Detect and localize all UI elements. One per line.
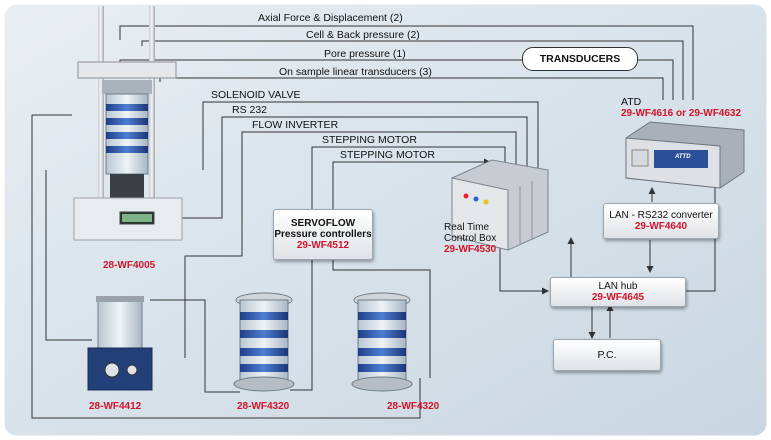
servoflow-code: 29-WF4512 xyxy=(296,240,350,251)
triaxial-cell-1-illustration xyxy=(233,292,295,392)
signal-solenoid-valve: SOLENOID VALVE xyxy=(211,89,301,101)
lan-converter-code: 29-WF4640 xyxy=(634,221,688,232)
triaxial-cell-2-illustration xyxy=(351,292,413,392)
signal-stepping-motor-2: STEPPING MOTOR xyxy=(340,149,435,161)
signal-on-sample-transducers: On sample linear transducers (3) xyxy=(279,66,432,78)
lan-rs232-converter-box: LAN - RS232 converter 29-WF4640 xyxy=(603,203,719,239)
cell-1-code: 28-WF4320 xyxy=(237,401,290,412)
rtcb-code: 29-WF4530 xyxy=(444,244,497,255)
transducers-box: TRANSDUCERS xyxy=(522,47,638,71)
pc-label: P.C. xyxy=(597,348,617,361)
atd-brand-logo: ATTD xyxy=(675,154,691,160)
cell-2-code: 28-WF4320 xyxy=(387,401,440,412)
signal-stepping-motor-1: STEPPING MOTOR xyxy=(322,134,417,146)
atd-label: ATD xyxy=(621,96,642,108)
pressure-unit-illustration xyxy=(87,296,153,391)
load-frame-code: 28-WF4005 xyxy=(103,260,156,271)
transducers-label: TRANSDUCERS xyxy=(539,53,621,65)
lan-hub-box: LAN hub 29-WF4645 xyxy=(550,277,686,307)
pc-box: P.C. xyxy=(553,339,661,371)
rtcb-label-line1: Real Time xyxy=(444,222,490,233)
lan-hub-label: LAN hub xyxy=(598,281,638,292)
pressure-unit-code: 28-WF4412 xyxy=(89,401,142,412)
load-frame-illustration xyxy=(73,6,183,241)
servoflow-subtitle: Pressure controllers xyxy=(274,229,372,240)
lan-converter-label: LAN - RS232 converter xyxy=(609,210,713,221)
signal-axial-force: Axial Force & Displacement (2) xyxy=(258,12,403,24)
signal-flow-inverter: FLOW INVERTER xyxy=(252,119,339,131)
rtcb-label-line2: Control Box xyxy=(444,233,497,244)
connection-lines xyxy=(31,25,716,419)
signal-pore-pressure: Pore pressure (1) xyxy=(324,48,406,60)
servoflow-title: SERVOFLOW xyxy=(290,218,356,229)
lan-hub-code: 29-WF4645 xyxy=(591,292,645,303)
control-box-illustration xyxy=(451,159,549,251)
atd-code: 29-WF4616 or 29-WF4632 xyxy=(621,108,742,119)
atd-device-illustration xyxy=(625,121,745,189)
servoflow-box: SERVOFLOW Pressure controllers 29-WF4512 xyxy=(273,209,373,260)
signal-cell-back-pressure: Cell & Back pressure (2) xyxy=(306,29,420,41)
signal-rs232: RS 232 xyxy=(232,104,268,116)
